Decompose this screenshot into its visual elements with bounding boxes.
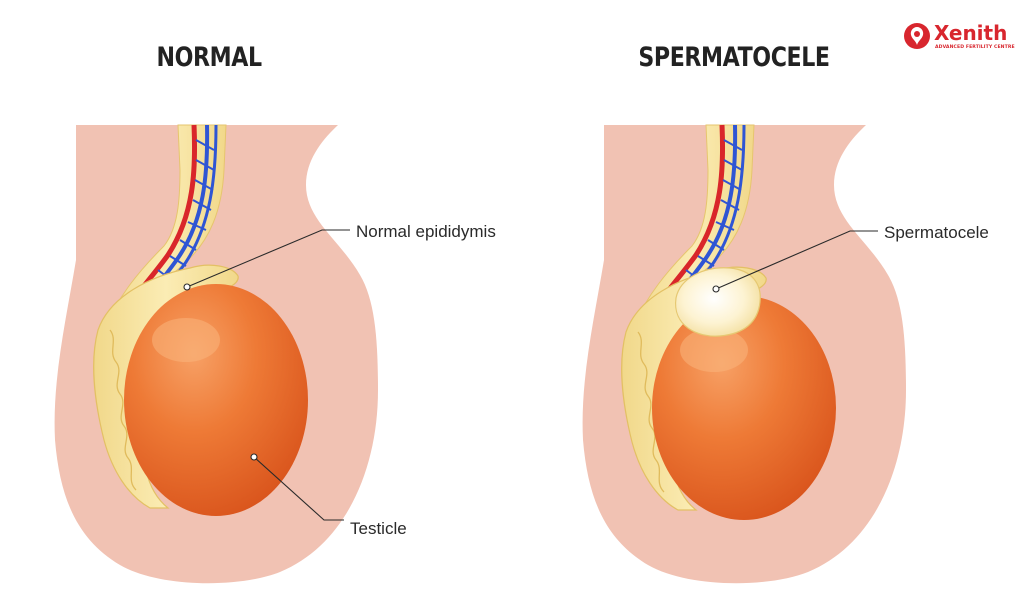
logo-drop-center-icon [914,31,920,37]
testicle-highlight [152,318,220,362]
leader-dot-testicle [250,453,258,461]
testicle-highlight [680,328,748,372]
panel-title-spermatocele: SPERMATOCELE [638,41,829,73]
panel-title-normal: NORMAL [157,41,263,73]
spermatocele-cyst [675,267,761,337]
label-spermatocele: Spermatocele [884,223,989,242]
panel-spermatocele: SPERMATOCELE Spermatocele [582,41,989,584]
label-normal-epididymis: Normal epididymis [356,222,496,241]
label-testicle: Testicle [350,519,407,538]
xenith-logo: Xenith ADVANCED FERTILITY CENTRE [904,21,1015,50]
logo-tagline: ADVANCED FERTILITY CENTRE [935,44,1015,50]
panel-normal: NORMAL Normal epididymis Testicle [54,41,496,584]
epididymis-coils [109,329,137,491]
epididymis-coils [637,331,665,493]
leader-dot-epididymis [183,283,191,291]
leader-line-spermatocele [715,230,878,290]
leader-dot-spermatocele [712,285,720,293]
leader-line-epididymis [186,229,350,288]
leader-line-testicle [253,456,344,521]
logo-name: Xenith [934,21,1007,45]
testicle [652,296,836,520]
